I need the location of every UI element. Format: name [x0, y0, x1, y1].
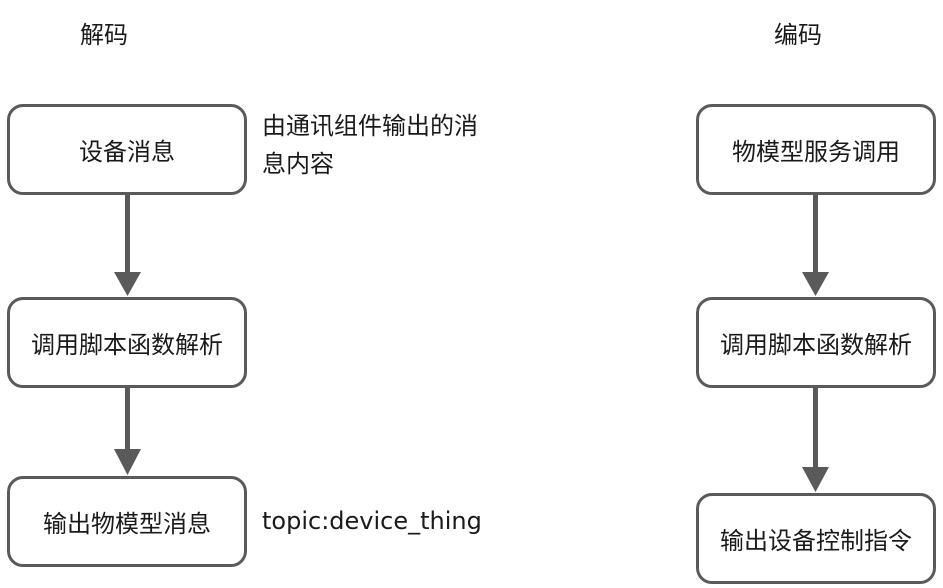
- decode-step-label: 设备消息: [79, 138, 175, 166]
- decode-output-topic-note: topic:device_thing: [262, 507, 482, 535]
- decode-step-output-model-message: 输出物模型消息: [7, 476, 247, 567]
- encode-arrow-2-head: [802, 467, 829, 492]
- encode-step-label: 物模型服务调用: [732, 138, 900, 166]
- encode-title: 编码: [774, 21, 822, 49]
- decode-input-note: 由通讯组件输出的消 息内容: [262, 107, 478, 183]
- decode-step-label: 输出物模型消息: [43, 510, 211, 538]
- encode-step-script-parse: 调用脚本函数解析: [696, 297, 936, 388]
- decode-step-label: 调用脚本函数解析: [31, 331, 223, 359]
- encode-arrow-2-shaft: [813, 388, 818, 469]
- decode-arrow-1-shaft: [125, 194, 130, 274]
- decode-title: 解码: [80, 21, 128, 49]
- encode-step-output-device-command: 输出设备控制指令: [696, 493, 936, 584]
- decode-step-device-message: 设备消息: [7, 104, 247, 195]
- decode-input-note-line: 由通讯组件输出的消: [262, 112, 478, 140]
- encode-step-label: 调用脚本函数解析: [720, 331, 912, 359]
- encode-step-label: 输出设备控制指令: [720, 527, 912, 555]
- decode-input-note-line: 息内容: [262, 150, 334, 178]
- encode-step-service-invoke: 物模型服务调用: [696, 104, 936, 195]
- decode-step-script-parse: 调用脚本函数解析: [7, 297, 247, 388]
- encode-arrow-1-shaft: [813, 194, 818, 274]
- decode-arrow-2-head: [114, 449, 141, 475]
- encode-arrow-1-head: [802, 272, 829, 296]
- decode-arrow-1-head: [114, 272, 141, 296]
- decode-arrow-2-shaft: [125, 387, 130, 450]
